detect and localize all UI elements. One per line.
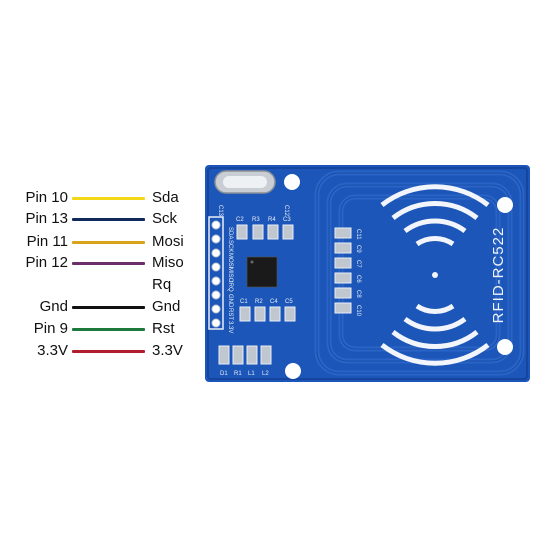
component-label: C3 [283,217,291,223]
header-pin-label: SCK [227,240,233,252]
smd-components [218,224,296,365]
component-label: R2 [255,299,263,305]
signal-label: Gnd [152,298,181,315]
component-label: C4 [270,299,278,305]
wire-3v3 [72,350,145,353]
header-pin-label: GND [227,294,233,308]
arduino-pin-label: Gnd [39,298,68,315]
signal-label: Rst [152,320,175,337]
component-label: R4 [268,217,276,223]
arduino-pin-label: 3.3V [37,342,68,359]
header-pin-label: MISO [227,267,233,283]
board-model-label: RFID-RC522 [490,227,507,324]
rfid-board: RFID-RC522 SDA SCK MOSI MISO IRQ GND RST… [205,165,530,382]
header-pin-label: RST [227,308,233,320]
component-label: D1 [220,371,228,377]
component-labels: C13 C12 C2 R3 R4 C3 C1 R2 C5 C4 D1 R1 L1… [217,205,361,377]
header-pin-label: MOSI [227,253,233,269]
wiring-row: Rq [0,275,205,295]
component-label: C13 [217,205,223,217]
component-label: L1 [248,371,255,377]
component-label: C6 [355,275,361,283]
mounting-hole [285,363,301,379]
mounting-hole [497,339,513,355]
signal-label: Sck [152,210,178,227]
signal-label: Sda [152,189,179,206]
signal-label: Rq [152,276,172,293]
crystal [214,170,276,194]
component-label: R3 [252,217,260,223]
component-label: L2 [262,371,269,377]
wire-sda [72,197,145,200]
header-pin-label: SDA [227,227,233,239]
arduino-pin-label: Pin 11 [26,233,68,250]
component-label: C11 [355,229,361,240]
component-label: C7 [355,260,361,268]
component-label: C2 [236,217,244,223]
wire-miso [72,262,145,265]
component-label: C8 [355,290,361,298]
mounting-hole [284,174,300,190]
wiring-row: Pin 10 Sda [0,188,205,208]
arduino-pin-label: Pin 12 [25,254,68,271]
wiring-row: 3.3V 3.3V [0,341,205,361]
arduino-pin-label: Pin 9 [33,320,68,337]
mounting-hole [497,197,513,213]
component-label: C5 [285,299,293,305]
rf-symbol-icon [380,184,490,366]
capacitor-column [334,227,352,314]
header-pin-label: IRQ [227,281,233,292]
wiring-row: Pin 11 Mosi [0,232,205,252]
wiring-row: Pin 12 Miso [0,253,205,273]
signal-label: 3.3V [152,342,183,359]
mfrc522-chip [246,256,278,288]
signal-label: Miso [152,254,184,271]
wiring-legend: Pin 10 Sda Pin 13 Sck Pin 11 Mosi Pin 12… [0,0,205,550]
wire-rst [72,328,145,331]
wire-sck [72,218,145,221]
wire-mosi [72,241,145,244]
header-pin-label: 3.3V [227,321,233,333]
arduino-pin-label: Pin 13 [25,210,68,227]
wiring-row: Pin 13 Sck [0,209,205,229]
signal-label: Mosi [152,233,184,250]
pin-header [208,216,224,330]
component-label: C1 [240,299,248,305]
arduino-pin-label: Pin 10 [25,189,68,206]
component-label: C9 [355,245,361,253]
component-label: C12 [283,205,289,217]
wiring-row: Pin 9 Rst [0,319,205,339]
wire-gnd [72,306,145,309]
header-pin-labels: SDA SCK MOSI MISO IRQ GND RST 3.3V [227,227,233,333]
wiring-row: Gnd Gnd [0,297,205,317]
component-label: C10 [355,305,361,317]
component-label: R1 [234,371,242,377]
